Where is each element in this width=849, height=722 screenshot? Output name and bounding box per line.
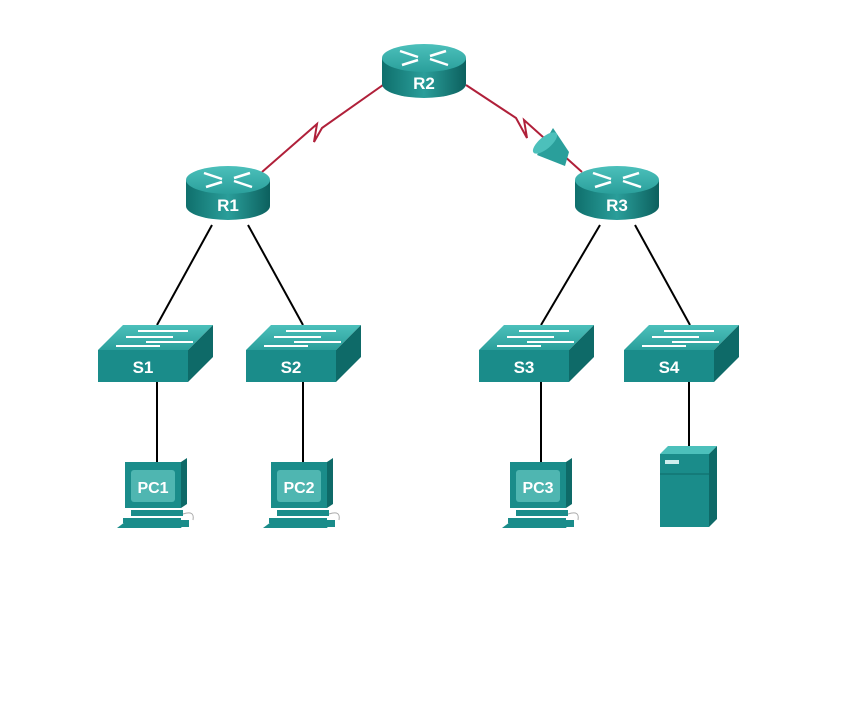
switch-label: S1 (133, 358, 154, 377)
switch-s4[interactable]: S4 (623, 324, 740, 383)
switch-label: S4 (659, 358, 680, 377)
switch-label: S2 (281, 358, 302, 377)
pc-pc3[interactable]: PC3 (501, 457, 579, 529)
pc-label: PC1 (137, 480, 168, 497)
serial-link-r2-r1 (261, 84, 384, 173)
router-r2[interactable]: R2 (380, 42, 468, 100)
link-r3-s4 (634, 224, 691, 326)
router-r1[interactable]: R1 (184, 164, 272, 222)
link-r1-s1 (156, 224, 213, 326)
ethernet-links (156, 224, 691, 462)
router-label: R1 (217, 196, 239, 215)
router-label: R2 (413, 74, 435, 93)
pc-label: PC3 (522, 480, 553, 497)
switch-s2[interactable]: S2 (245, 324, 362, 383)
traffic-shaping-funnel-icon (532, 128, 569, 166)
router-r3[interactable]: R3 (573, 164, 661, 222)
link-r3-s3 (540, 224, 601, 326)
server-icon[interactable] (660, 446, 717, 527)
switch-s1[interactable]: S1 (97, 324, 214, 383)
pc-label: PC2 (283, 480, 314, 497)
pc-pc1[interactable]: PC1 (116, 457, 194, 529)
router-label: R3 (606, 196, 628, 215)
link-r1-s2 (247, 224, 304, 326)
switch-s3[interactable]: S3 (478, 324, 595, 383)
switch-label: S3 (514, 358, 535, 377)
pc-pc2[interactable]: PC2 (262, 457, 340, 529)
